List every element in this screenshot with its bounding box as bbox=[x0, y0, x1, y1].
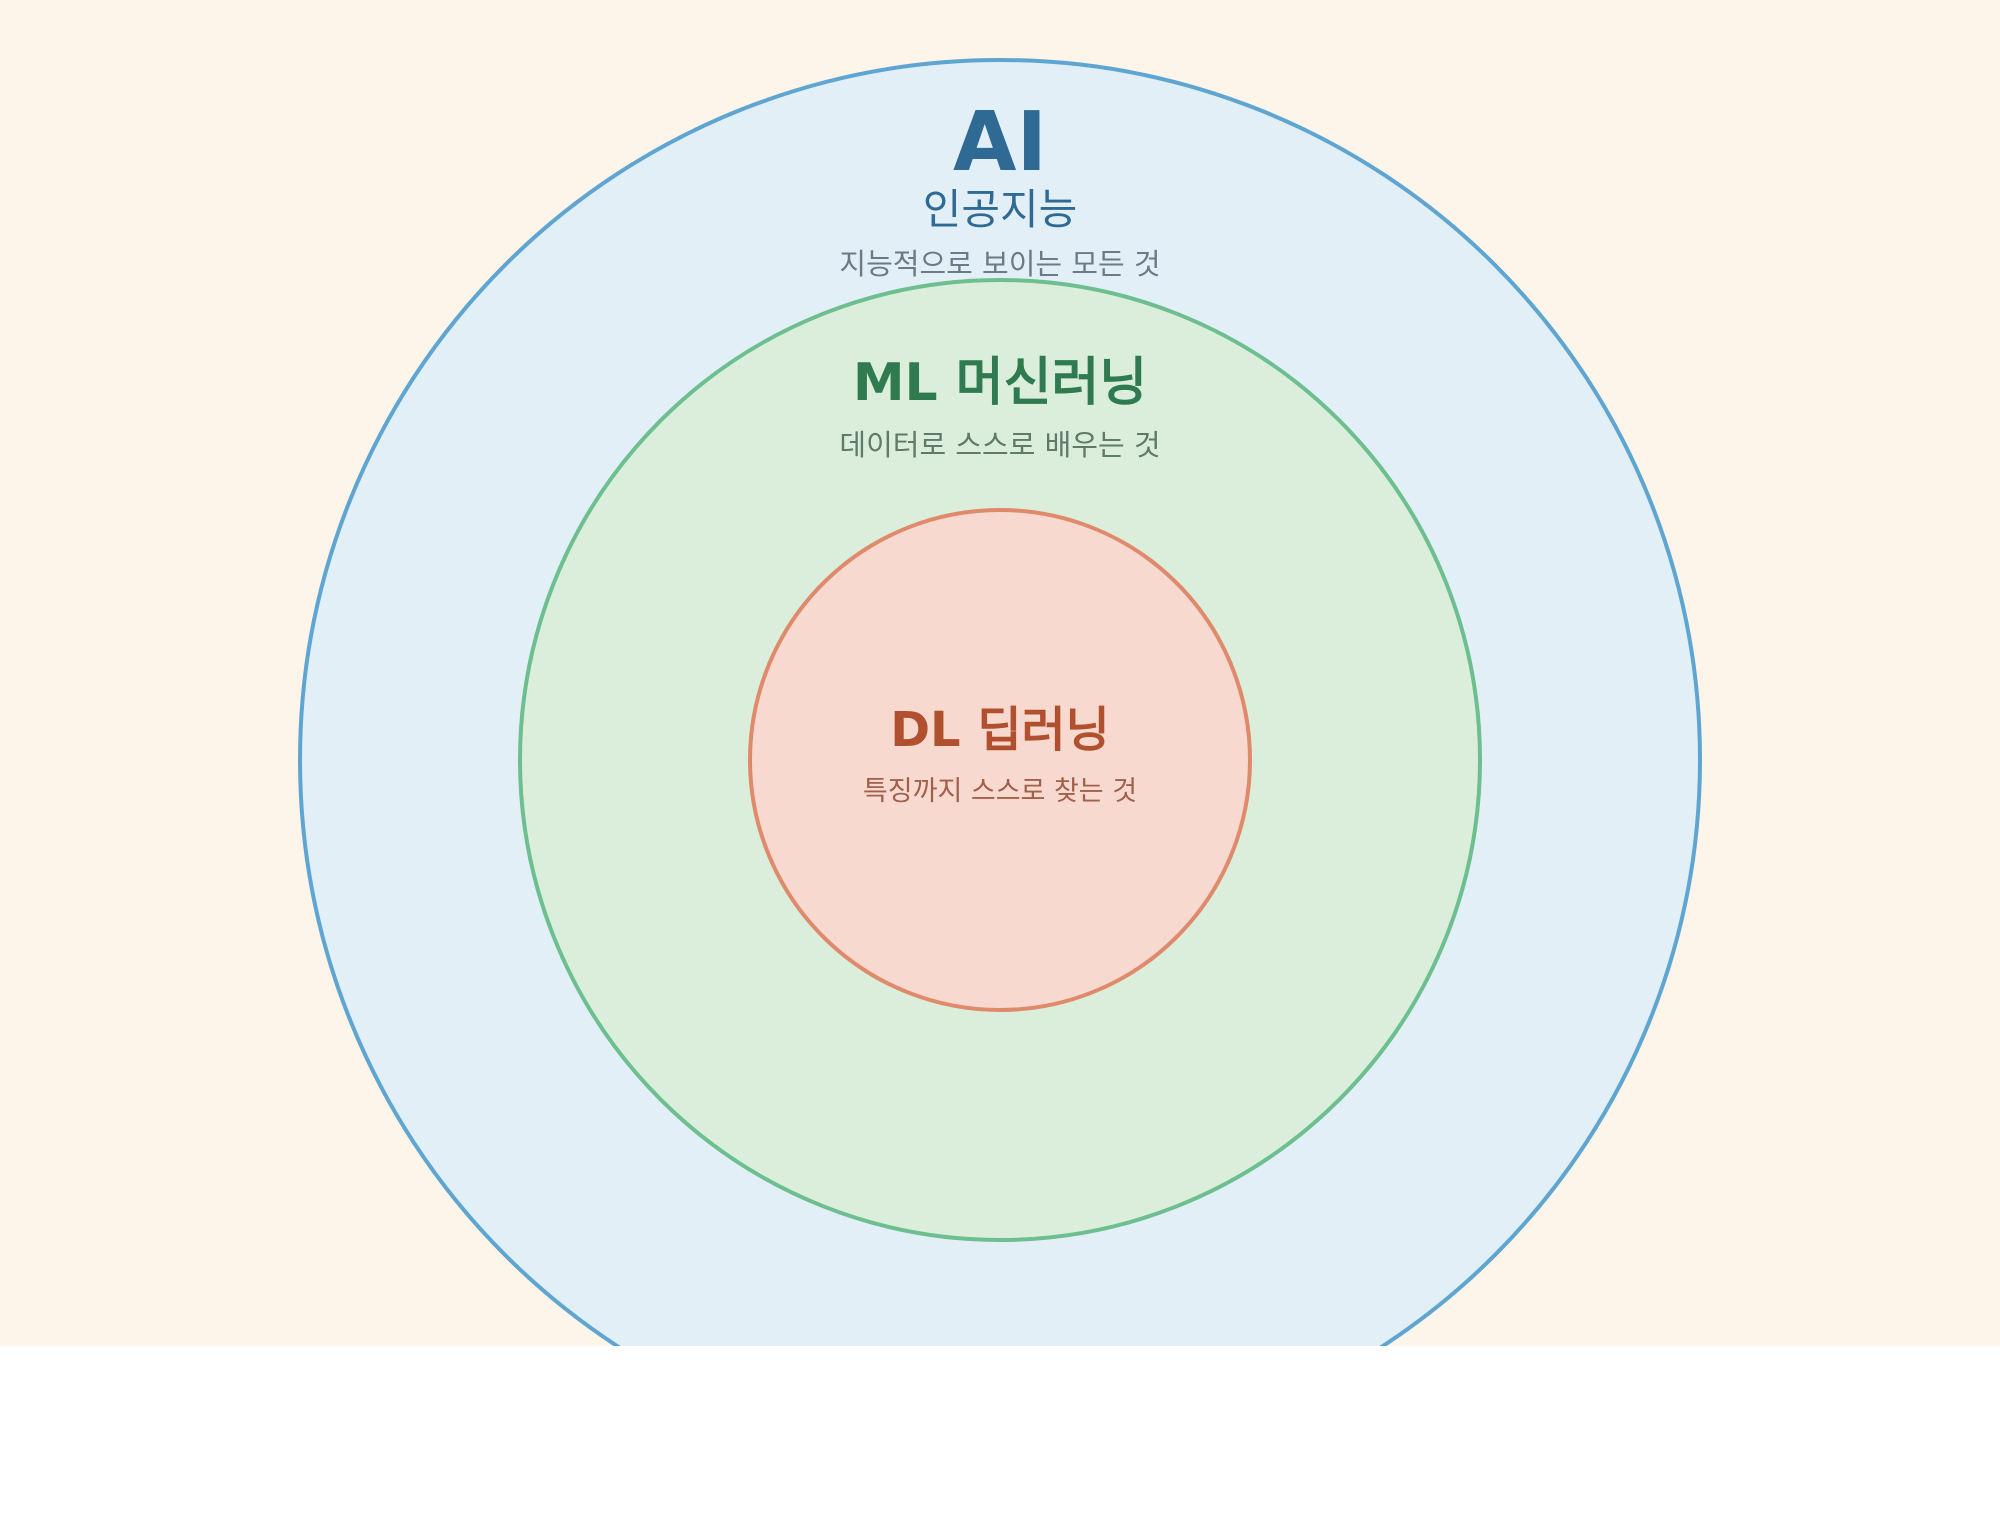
nested-circles-diagram: AI 인공지능 지능적으로 보이는 모든 것 ML 머신러닝 데이터로 스스로 … bbox=[0, 0, 2000, 1346]
blank-area bbox=[0, 1346, 2000, 1520]
ml-description: 데이터로 스스로 배우는 것 bbox=[839, 428, 1160, 462]
dl-description: 특징까지 스스로 찾는 것 bbox=[863, 776, 1137, 807]
diagram-canvas: AI 인공지능 지능적으로 보이는 모든 것 ML 머신러닝 데이터로 스스로 … bbox=[0, 0, 2000, 1346]
ai-subtitle: 인공지능 bbox=[923, 185, 1078, 234]
ai-description: 지능적으로 보이는 모든 것 bbox=[839, 247, 1160, 281]
ml-title: ML 머신러닝 bbox=[853, 353, 1147, 413]
dl-title: DL 딥러닝 bbox=[890, 702, 1110, 758]
ai-title: AI bbox=[953, 95, 1047, 190]
dl-circle bbox=[748, 508, 1252, 1012]
